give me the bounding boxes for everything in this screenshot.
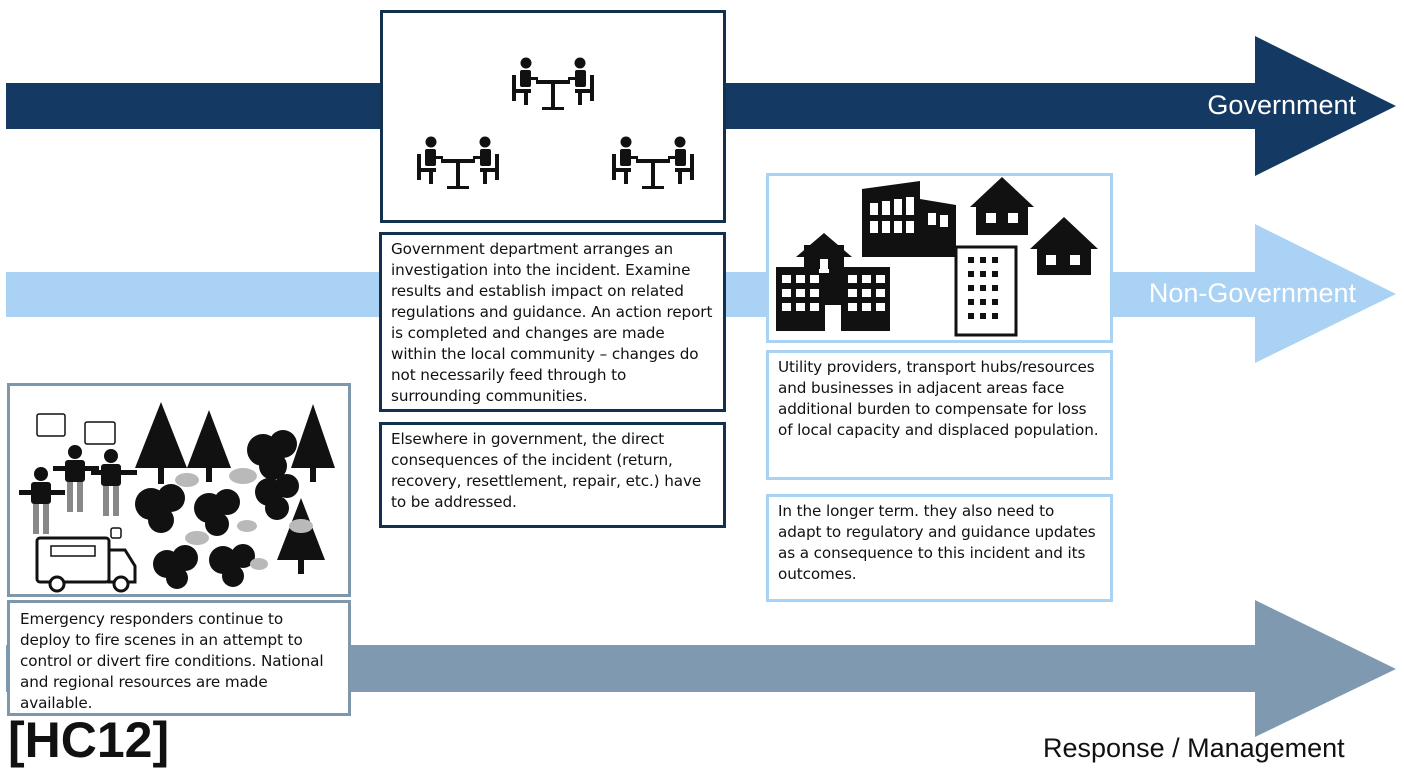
- non-government-burden-text: Utility providers, transport hubs/resour…: [766, 350, 1113, 480]
- government-investigation-text: Government department arranges an invest…: [379, 232, 726, 412]
- figure-tag: [HC12]: [8, 712, 170, 768]
- non-government-lane-label: Non-Government: [1148, 278, 1356, 308]
- government-consequences-text: Elsewhere in government, the direct cons…: [379, 422, 726, 528]
- response-emergency-text: Emergency responders continue to deploy …: [7, 600, 351, 716]
- wildfire-scene-icon: [19, 402, 335, 593]
- meeting-table-icon: [612, 136, 694, 189]
- meeting-table-icon: [512, 57, 594, 110]
- meeting-table-icon: [417, 136, 499, 189]
- non-government-longterm-text: In the longer term. they also need to ad…: [766, 494, 1113, 602]
- government-image-box: [380, 10, 726, 223]
- city-buildings-icon: [776, 177, 1098, 337]
- response-lane-label: Response / Management: [1043, 733, 1345, 763]
- government-lane-label: Government: [1207, 90, 1356, 120]
